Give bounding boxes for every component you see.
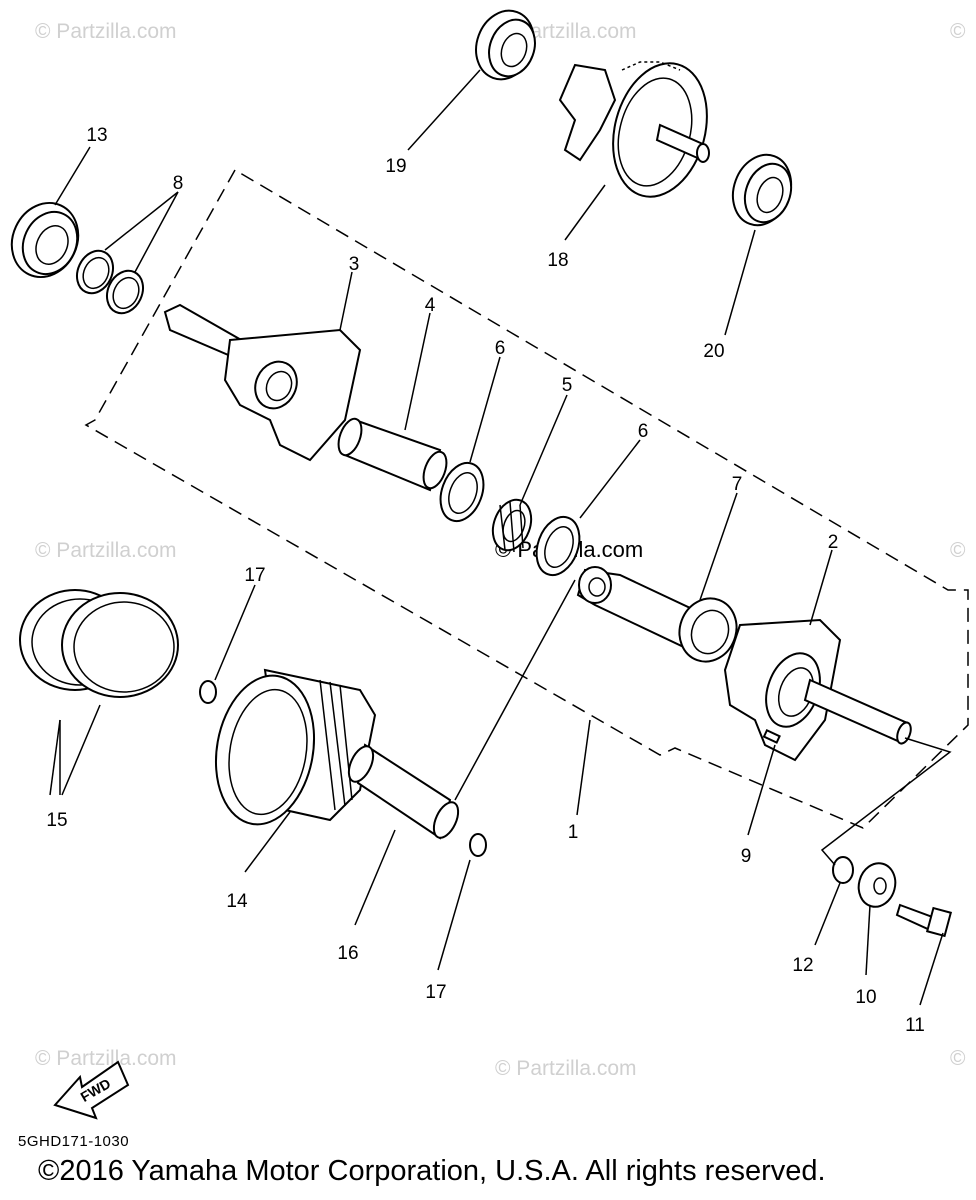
bearing-13 xyxy=(10,202,80,278)
callout-15: 15 xyxy=(46,810,67,831)
callout-16: 16 xyxy=(337,943,358,964)
callout-8: 8 xyxy=(173,173,184,194)
drawing-code: 5GHD171-1030 xyxy=(18,1133,130,1150)
fwd-arrow-icon: FWD xyxy=(53,1060,130,1120)
bearing-19 xyxy=(475,9,536,81)
callout-6-a: 6 xyxy=(495,338,506,359)
callout-6-b: 6 xyxy=(638,421,649,442)
watermark-bottom-right: © xyxy=(950,1047,966,1070)
bearing-20 xyxy=(731,153,793,227)
piston-14 xyxy=(214,668,377,826)
clip-17a xyxy=(199,680,217,704)
key-9 xyxy=(762,728,781,744)
callout-12: 12 xyxy=(792,955,813,976)
callout-1: 1 xyxy=(568,822,579,843)
watermark-bottom-center: © Partzilla.com xyxy=(495,1057,637,1080)
callout-17-b: 17 xyxy=(425,982,446,1003)
piston-pin-16 xyxy=(347,743,460,840)
callout-3: 3 xyxy=(349,254,360,275)
callout-19: 19 xyxy=(385,156,406,177)
copyright-notice: ©2016 Yamaha Motor Corporation, U.S.A. A… xyxy=(38,1155,826,1187)
washer-6a xyxy=(439,461,485,523)
watermark-mid-right: © xyxy=(950,539,966,562)
callout-4: 4 xyxy=(425,295,436,316)
watermark-mid-left: © Partzilla.com xyxy=(35,539,177,562)
bearing-5 xyxy=(491,498,533,553)
clip-17b xyxy=(469,833,487,857)
o-ring-12 xyxy=(832,856,854,884)
callout-10: 10 xyxy=(855,987,876,1008)
crankpin-4 xyxy=(337,417,448,492)
shims-8 xyxy=(76,249,144,315)
callout-9: 9 xyxy=(741,846,752,867)
callout-2: 2 xyxy=(828,532,839,553)
callout-20: 20 xyxy=(703,341,724,362)
assembly-bracket-line xyxy=(820,737,952,866)
leader-lines xyxy=(49,69,944,1006)
balancer-shaft-18 xyxy=(558,61,710,198)
callout-labels: 1 2 3 4 5 6 6 7 8 9 10 11 12 13 14 15 16… xyxy=(46,125,924,1036)
callout-7: 7 xyxy=(732,474,743,495)
crankshaft-assembly-outline xyxy=(84,168,969,829)
crank-right-2 xyxy=(723,618,912,762)
callout-5: 5 xyxy=(562,375,573,396)
connecting-rod-7 xyxy=(576,566,738,663)
washer-6b xyxy=(535,515,581,577)
callout-13: 13 xyxy=(86,125,107,146)
callout-18: 18 xyxy=(547,250,568,271)
bolt-11 xyxy=(895,903,953,938)
watermark-bottom-left: © Partzilla.com xyxy=(35,1047,177,1070)
piston-rings-15 xyxy=(19,589,179,698)
callout-17-a: 17 xyxy=(244,565,265,586)
washer-10 xyxy=(857,862,897,908)
callout-11: 11 xyxy=(905,1015,925,1036)
watermark-top-right: © xyxy=(950,20,966,43)
callout-14: 14 xyxy=(226,891,248,912)
crank-left-3 xyxy=(163,303,362,462)
watermark-top-left: © Partzilla.com xyxy=(35,20,177,43)
